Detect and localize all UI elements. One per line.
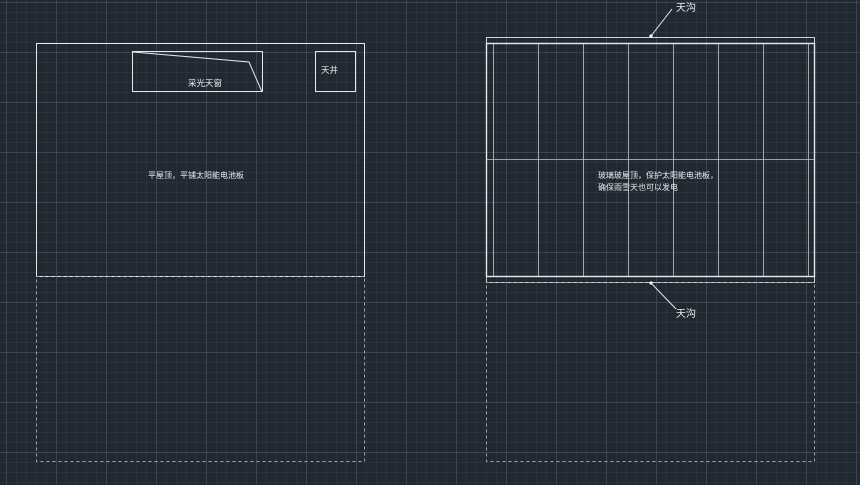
right-roof-note-line1: 玻璃玻屋顶，保护太阳能电池板， xyxy=(598,170,718,180)
skylight-slope-line xyxy=(132,51,263,93)
right-roof-outline xyxy=(485,42,816,278)
skylight-label: 采光天窗 xyxy=(188,78,222,89)
courtyard-label: 天井 xyxy=(321,65,338,76)
left-lower-outline-dashed xyxy=(36,276,365,462)
right-lower-outline-dashed xyxy=(486,282,815,462)
skylight-rect xyxy=(132,51,263,92)
top-gutter-strip xyxy=(486,37,815,44)
top-gutter-label: 天沟 xyxy=(676,1,696,14)
glass-panel-grid xyxy=(487,44,814,276)
left-plan: 采光天窗 天井 平屋顶，平铺太阳能电池板 xyxy=(36,43,365,462)
bottom-gutter-label: 天沟 xyxy=(676,307,696,320)
right-roof-note-line2: 确保雨雪天也可以发电 xyxy=(598,182,678,192)
right-plan: 天沟 天沟 玻璃玻屋顶，保护太阳能电池板， 确保雨雪天也可以发电 xyxy=(485,1,816,462)
left-roof-note: 平屋顶，平铺太阳能电池板 xyxy=(148,170,244,180)
courtyard-rect xyxy=(315,51,356,92)
bottom-leader-line xyxy=(650,282,677,310)
top-leader-line xyxy=(650,8,673,37)
